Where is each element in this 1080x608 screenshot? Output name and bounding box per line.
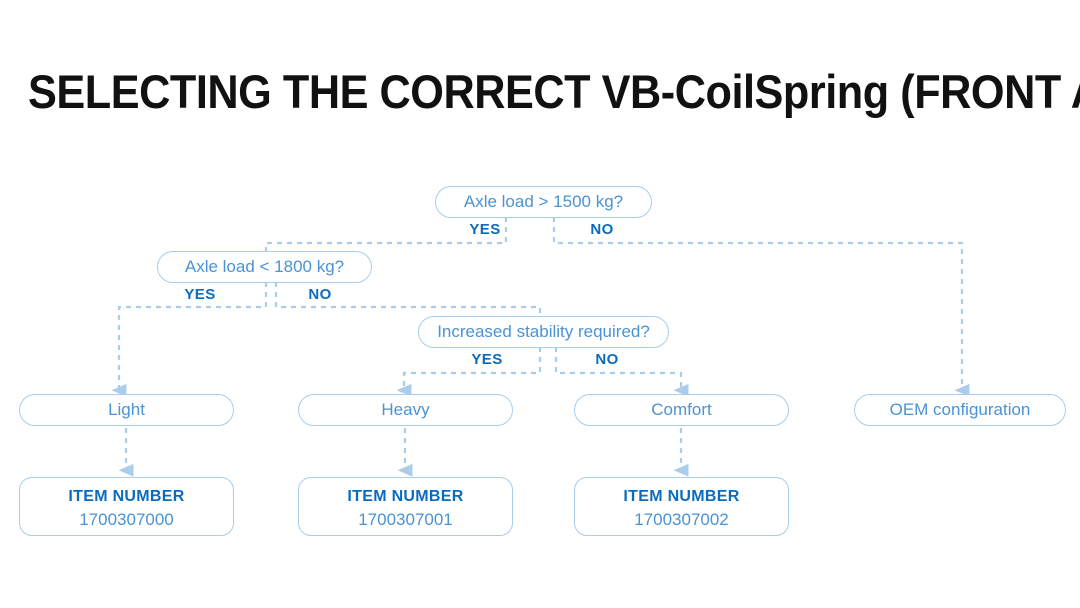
item-number-value: 1700307000 — [79, 510, 174, 529]
item-number-label: ITEM NUMBER — [623, 488, 740, 505]
result-node-heavy[interactable]: Heavy — [298, 394, 513, 426]
item-number-box-comfort[interactable]: ITEM NUMBER 1700307002 — [574, 477, 789, 536]
edge-d2-yes — [111, 282, 268, 397]
item-number-box-heavy[interactable]: ITEM NUMBER 1700307001 — [298, 477, 513, 536]
result-node-light[interactable]: Light — [19, 394, 234, 426]
item-number-box-light[interactable]: ITEM NUMBER 1700307000 — [19, 477, 234, 536]
branch-label-d3-no: NO — [595, 351, 619, 368]
branch-label-d1-yes: YES — [469, 221, 501, 238]
edge-d1-yes — [264, 217, 508, 252]
item-number-label: ITEM NUMBER — [347, 488, 464, 505]
decision-node-axle-load-gt-1500[interactable]: Axle load > 1500 kg? — [435, 186, 652, 218]
result-node-oem-configuration[interactable]: OEM configuration — [854, 394, 1066, 426]
result-node-comfort[interactable]: Comfort — [574, 394, 789, 426]
branch-label-d2-no: NO — [308, 286, 332, 303]
page-title: SELECTING THE CORRECT VB-CoilSpring (FRO… — [28, 65, 1080, 118]
branch-label-d3-yes: YES — [471, 351, 503, 368]
edge-d1-no — [552, 217, 970, 397]
branch-label-d1-no: NO — [590, 221, 614, 238]
item-number-value: 1700307002 — [634, 510, 729, 529]
item-number-label: ITEM NUMBER — [68, 488, 185, 505]
decision-node-increased-stability[interactable]: Increased stability required? — [418, 316, 669, 348]
item-number-value: 1700307001 — [358, 510, 453, 529]
edge-d3-no — [554, 347, 689, 397]
branch-label-d2-yes: YES — [184, 286, 216, 303]
decision-node-axle-load-lt-1800[interactable]: Axle load < 1800 kg? — [157, 251, 372, 283]
edge-d2-no — [274, 282, 542, 317]
edge-d3-yes — [396, 347, 542, 397]
